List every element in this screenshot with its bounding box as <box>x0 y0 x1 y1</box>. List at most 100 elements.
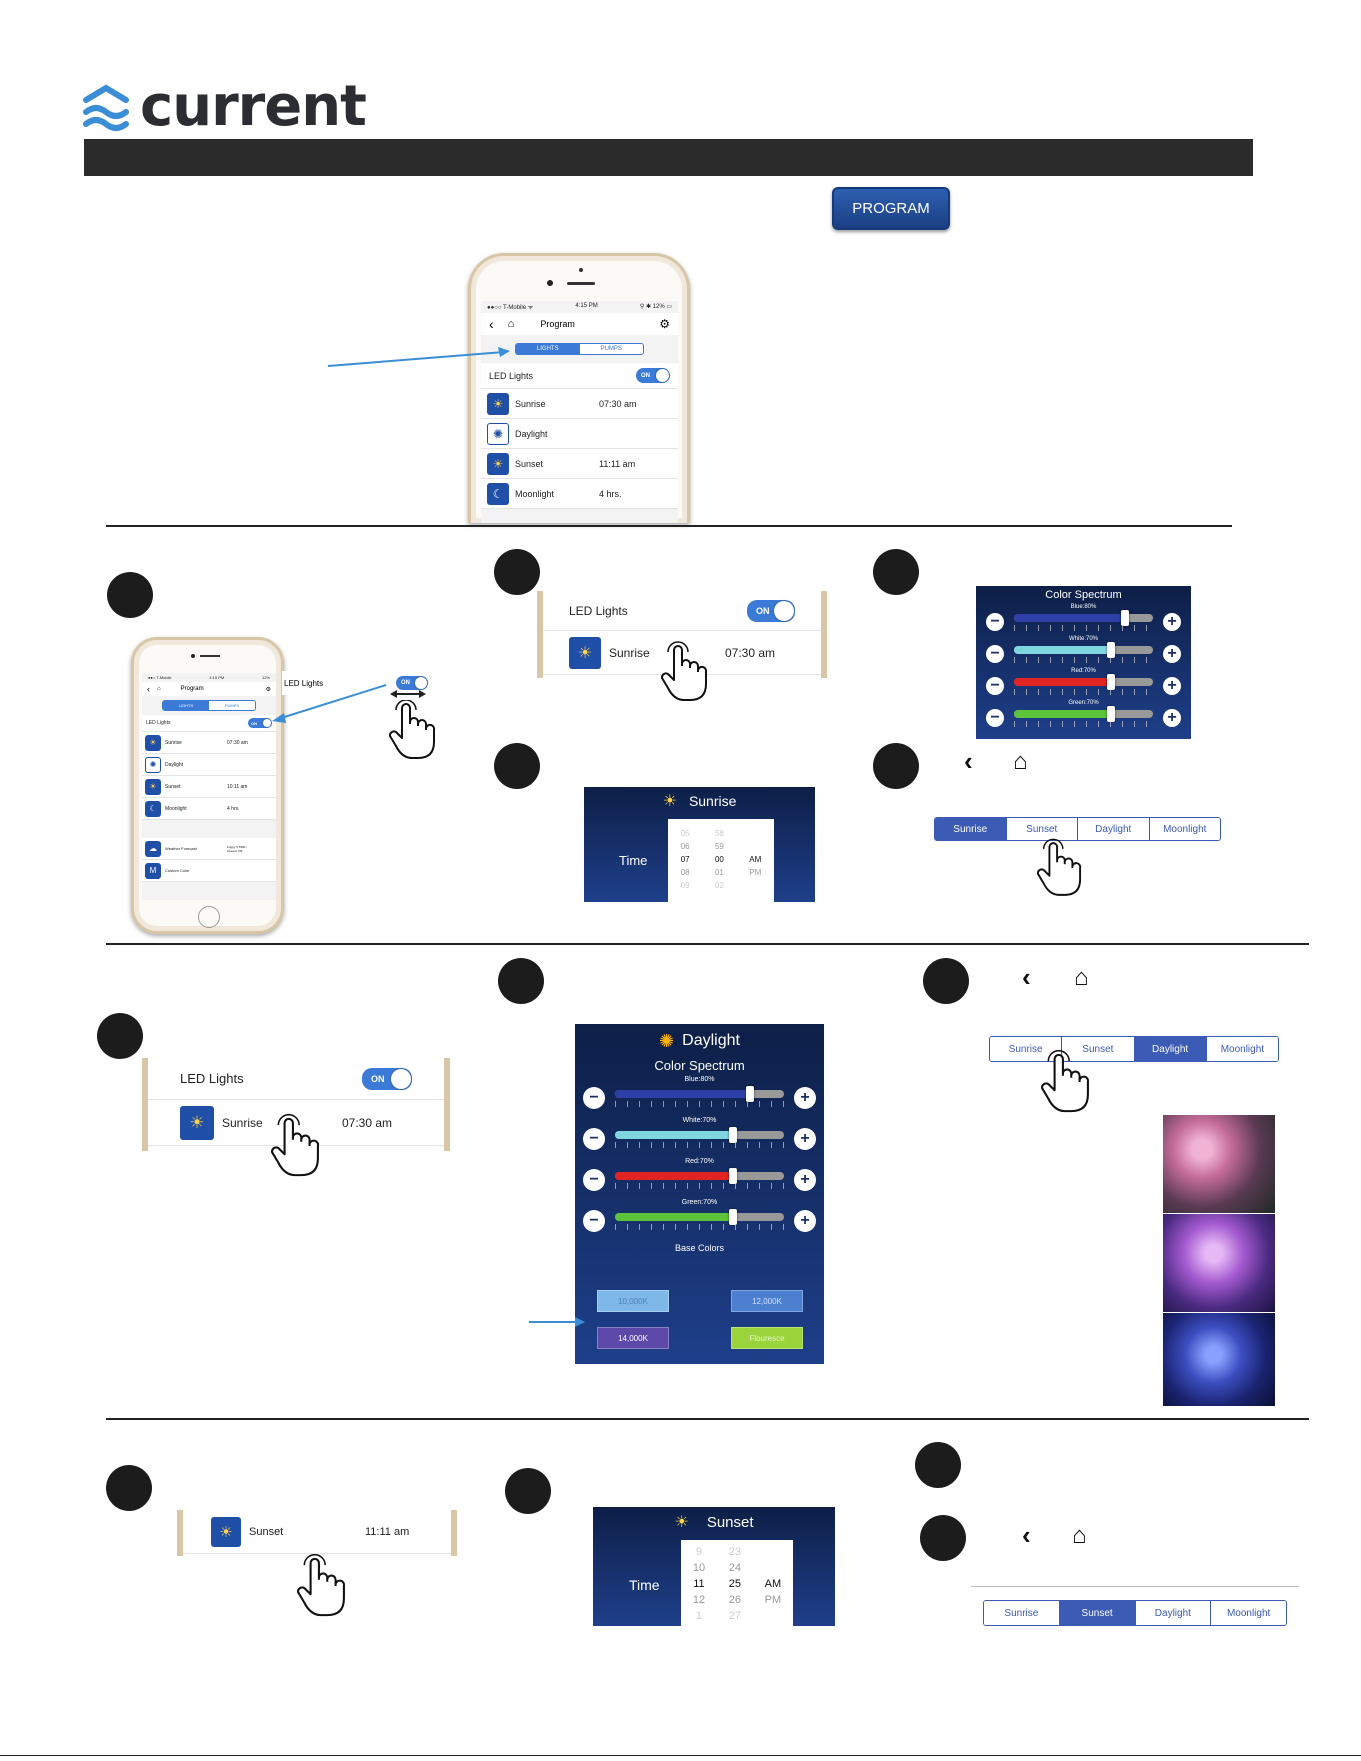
list-item[interactable]: ✺ Daylight <box>142 754 276 776</box>
tab-sunrise[interactable]: Sunrise <box>990 1037 1063 1061</box>
segment-pumps[interactable]: PUMPS <box>209 701 255 710</box>
led-toggle[interactable]: ON <box>362 1067 412 1090</box>
list-item[interactable]: ☀ Sunset 10:11 am <box>142 776 276 798</box>
home-icon[interactable]: ⌂ <box>507 318 515 330</box>
list-item[interactable]: ☾ Moonlight 4 hrs. <box>142 798 276 820</box>
list-item[interactable]: ✺ Daylight <box>481 419 678 449</box>
back-icon[interactable]: ‹ <box>1022 962 1031 992</box>
list-item[interactable]: ☀ Sunset 11:11 am <box>481 449 678 479</box>
home-icon[interactable]: ⌂ <box>1072 1522 1087 1549</box>
tab-sunrise[interactable]: Sunrise <box>984 1601 1060 1625</box>
row-label: Sunrise <box>609 645 650 660</box>
row-label: Daylight <box>515 428 548 439</box>
base-color-button[interactable]: 14,000K <box>597 1327 669 1349</box>
channel-slider[interactable] <box>1014 705 1153 722</box>
minus-icon[interactable]: − <box>583 1087 605 1109</box>
minus-icon[interactable]: − <box>986 677 1004 695</box>
home-icon[interactable]: ⌂ <box>1013 748 1028 775</box>
tab-sunset[interactable]: Sunset <box>1059 1601 1136 1625</box>
slider-ticks <box>1014 688 1153 695</box>
plus-icon[interactable]: + <box>1163 645 1181 663</box>
tab-daylight[interactable]: Daylight <box>1134 1037 1207 1061</box>
tab-daylight[interactable]: Daylight <box>1135 1601 1212 1625</box>
list-item[interactable]: M Custom Color <box>142 860 276 882</box>
tab-daylight[interactable]: Daylight <box>1078 818 1150 840</box>
back-icon[interactable]: ‹ <box>1022 1520 1031 1550</box>
channel-slider[interactable] <box>615 1167 784 1184</box>
tab-moonlight[interactable]: Moonlight <box>1149 818 1220 840</box>
segment-lights[interactable]: LIGHTS <box>516 344 580 354</box>
list-item[interactable]: ☀ Sunset 11:11 am <box>183 1510 451 1554</box>
led-toggle[interactable]: ON <box>248 718 272 728</box>
list-item[interactable]: ☾ Moonlight 4 hrs. <box>481 479 678 509</box>
list-item[interactable]: ☀ Sunrise 07:30 am <box>481 389 678 419</box>
moon-icon: ☾ <box>487 482 509 505</box>
channel-slider[interactable] <box>1014 641 1153 658</box>
minus-icon[interactable]: − <box>986 613 1004 631</box>
slider-thumb[interactable] <box>729 1126 738 1143</box>
minus-icon[interactable]: − <box>986 645 1004 663</box>
slider-thumb[interactable] <box>729 1167 738 1184</box>
back-icon[interactable]: ‹ <box>147 684 150 694</box>
callout-toggle[interactable]: ON <box>396 676 428 690</box>
home-icon[interactable]: ⌂ <box>157 686 161 692</box>
plus-icon[interactable]: + <box>794 1128 816 1150</box>
slider-thumb[interactable] <box>729 1208 738 1225</box>
tab-moonlight[interactable]: Moonlight <box>1206 1037 1278 1061</box>
list-item[interactable]: ☀ Sunrise 07:30 am <box>148 1100 444 1146</box>
list-item[interactable]: ☁ Weather Forecast Foggy 5 5980 / Cheese… <box>142 838 276 860</box>
plus-icon[interactable]: + <box>1163 613 1181 631</box>
tab-sunrise[interactable]: Sunrise <box>935 818 1007 840</box>
program-button[interactable]: PROGRAM <box>832 187 950 230</box>
channel-slider[interactable] <box>615 1085 784 1102</box>
led-toggle[interactable]: ON <box>636 368 670 383</box>
row-value: 4 hrs. <box>227 805 240 812</box>
gear-icon[interactable]: ⚙ <box>659 317 670 331</box>
plus-icon[interactable]: + <box>1163 677 1181 695</box>
back-icon[interactable]: ‹ <box>489 316 494 332</box>
plus-icon[interactable]: + <box>794 1169 816 1191</box>
slider-thumb[interactable] <box>1107 705 1116 722</box>
base-color-button[interactable]: 10,000K <box>597 1290 669 1312</box>
led-callout: LED Lights ON <box>282 671 432 695</box>
minus-icon[interactable]: − <box>583 1169 605 1191</box>
channel-slider[interactable] <box>615 1126 784 1143</box>
tab-moonlight[interactable]: Moonlight <box>1211 1601 1286 1625</box>
plus-icon[interactable]: + <box>1163 709 1181 727</box>
channel-slider[interactable] <box>1014 609 1153 626</box>
list-item[interactable]: ☀ Sunrise 07:30 am <box>142 732 276 754</box>
slider-thumb[interactable] <box>746 1085 755 1102</box>
slider-thumb[interactable] <box>1107 673 1116 690</box>
channel-label: Blue:80% <box>1070 604 1097 610</box>
plus-icon[interactable]: + <box>794 1087 816 1109</box>
step-badge <box>873 549 919 595</box>
minus-icon[interactable]: − <box>986 709 1004 727</box>
slider-thumb[interactable] <box>1121 609 1130 626</box>
minus-icon[interactable]: − <box>583 1210 605 1232</box>
tab-sunset[interactable]: Sunset <box>1006 818 1078 840</box>
channel-slider[interactable] <box>615 1208 784 1225</box>
tab-sunset[interactable]: Sunset <box>1062 1037 1135 1061</box>
gear-icon[interactable]: ⚙ <box>265 686 271 693</box>
segment-pumps[interactable]: PUMPS <box>579 344 643 354</box>
segment-lights[interactable]: LIGHTS <box>163 701 209 710</box>
back-icon[interactable]: ‹ <box>964 746 973 776</box>
slider-thumb[interactable] <box>1107 641 1116 658</box>
channel-slider[interactable] <box>1014 673 1153 690</box>
status-bar: ●●○○ T-Mobile ᯤ 4:15 PM ⚲ ✱ 12% ▭ <box>481 301 678 313</box>
base-color-button[interactable]: Flouresce <box>731 1327 803 1349</box>
plus-icon[interactable]: + <box>794 1210 816 1232</box>
home-button[interactable] <box>198 906 220 928</box>
base-color-button[interactable]: 12,000K <box>731 1290 803 1312</box>
home-icon[interactable]: ⌂ <box>1074 964 1089 991</box>
led-toggle[interactable]: ON <box>747 599 795 622</box>
minus-icon[interactable]: − <box>583 1128 605 1150</box>
